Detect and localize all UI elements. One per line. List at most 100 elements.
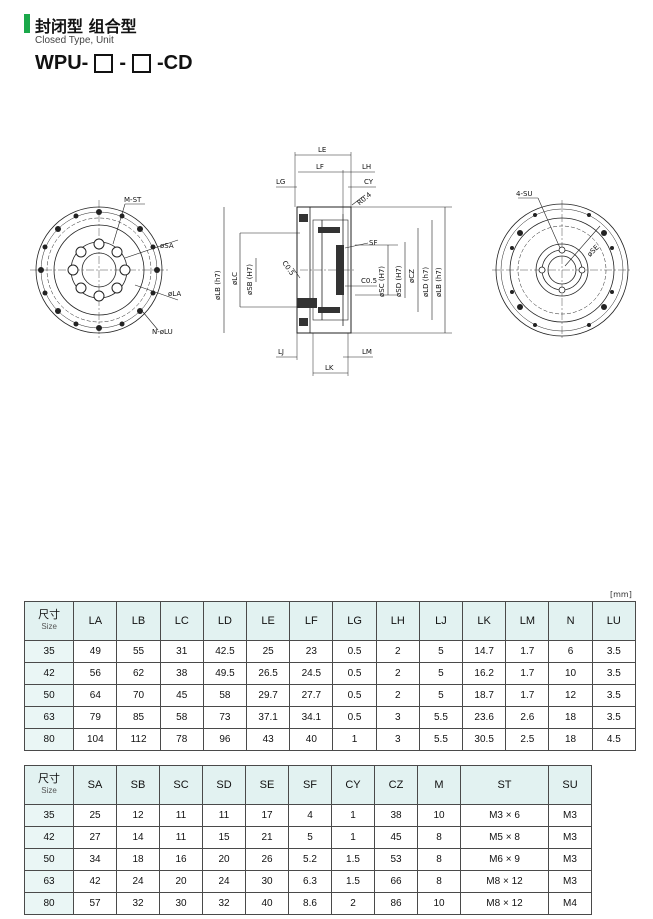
table-cell: 2	[331, 892, 375, 915]
table-cell: 2	[375, 684, 420, 707]
table-cell: 24	[202, 870, 246, 893]
column-header-la: LA	[73, 601, 118, 641]
table-cell: 0.5	[332, 662, 377, 685]
model-suffix: -CD	[157, 52, 193, 74]
table-cell: 29.7	[246, 684, 291, 707]
table-cell: 32	[202, 892, 246, 915]
label-ld: øLD (h7)	[422, 267, 430, 297]
rear-view-right: 4-SU øSE	[492, 190, 632, 340]
table-cell: 45	[159, 684, 204, 707]
table-cell: 1.5	[331, 848, 375, 871]
size-cell: 35	[23, 640, 75, 663]
table-cell: 10	[417, 804, 461, 827]
table-cell: 1.7	[505, 662, 550, 685]
model-prefix: WPU-	[35, 52, 89, 74]
section-title: 封闭型 组合型	[35, 17, 137, 36]
label-r04: R0.4	[356, 190, 374, 207]
table-cell: 1	[332, 728, 377, 751]
table-cell: 11	[159, 826, 203, 849]
table-cell: 3	[375, 706, 420, 729]
table-cell: 64	[73, 684, 118, 707]
table-cell: 12	[548, 684, 593, 707]
table-cell: 38	[374, 804, 418, 827]
size-cell: 80	[23, 728, 75, 751]
table-cell: 3	[375, 728, 420, 751]
label-le: LE	[318, 146, 326, 154]
label-sb: øSB (H7)	[246, 264, 254, 295]
table-cell: 8	[417, 826, 461, 849]
table-cell: 30	[245, 870, 289, 893]
table-cell: 15	[202, 826, 246, 849]
table-cell: 5.5	[418, 706, 464, 729]
table-cell: 40	[289, 728, 334, 751]
size-cell: 80	[24, 892, 74, 915]
model-separator: -	[119, 52, 126, 74]
table-cell: 2	[375, 640, 420, 663]
table-cell: 38	[159, 662, 204, 685]
label-lk: LK	[325, 364, 334, 372]
table-cell: 2.5	[505, 728, 550, 751]
title-accent-bar	[24, 14, 30, 33]
column-header-ld: LD	[202, 601, 248, 641]
table-cell: M4	[548, 892, 592, 915]
table-cell: 5.5	[418, 728, 464, 751]
table-cell: 20	[159, 870, 203, 893]
table-cell: 8	[417, 848, 461, 871]
table-cell: 96	[202, 728, 248, 751]
table-cell: 53	[374, 848, 418, 871]
table-cell: 20	[202, 848, 246, 871]
section-subtitle: Closed Type, Unit	[35, 35, 114, 46]
label-m-st: M-ST	[124, 196, 142, 204]
table-cell: 34.1	[289, 706, 334, 729]
column-header-cz: CZ	[374, 765, 418, 805]
table-cell: 5	[418, 662, 464, 685]
model-code: WPU- - -CD	[35, 52, 193, 75]
table-cell: 0.5	[332, 640, 377, 663]
table-cell: 2	[375, 662, 420, 685]
column-header-lj: LJ	[418, 601, 464, 641]
table-cell: 70	[116, 684, 161, 707]
label-su: 4-SU	[516, 190, 533, 198]
label-sd: øSD (H7)	[395, 265, 403, 297]
table-cell: 0.5	[332, 706, 377, 729]
column-header-le: LE	[246, 601, 291, 641]
label-lm: LM	[362, 348, 372, 356]
size-cell: 50	[24, 848, 74, 871]
table-cell: 14	[116, 826, 160, 849]
label-lh: LH	[362, 163, 371, 171]
table-cell: 37.1	[246, 706, 291, 729]
table-cell: 11	[159, 804, 203, 827]
table-cell: M5 × 8	[460, 826, 549, 849]
table-cell: 3.5	[591, 684, 637, 707]
technical-drawing: M-ST øSA øLA N-øLU	[30, 146, 632, 376]
table-cell: 85	[116, 706, 161, 729]
table-cell: 8.6	[288, 892, 332, 915]
label-lj: LJ	[278, 348, 284, 356]
table-cell: 2.6	[505, 706, 550, 729]
column-header-lk: LK	[462, 601, 507, 641]
label-sc: øSC (H7)	[378, 266, 386, 297]
table-cell: 30.5	[462, 728, 507, 751]
table-cell: 78	[159, 728, 204, 751]
label-lb-left: øLB (h7)	[214, 270, 222, 300]
label-se: øSE	[586, 244, 601, 259]
table-cell: 32	[116, 892, 160, 915]
table-cell: 12	[116, 804, 160, 827]
table-cell: 25	[246, 640, 291, 663]
table-cell: 57	[73, 892, 117, 915]
size-cell: 63	[24, 870, 74, 893]
table-cell: M8 × 12	[460, 870, 549, 893]
label-c05-right: C0.5	[361, 277, 377, 285]
column-header-lg: LG	[332, 601, 377, 641]
table-cell: 24.5	[289, 662, 334, 685]
table-cell: 3.5	[591, 662, 637, 685]
table-cell: 8	[417, 870, 461, 893]
